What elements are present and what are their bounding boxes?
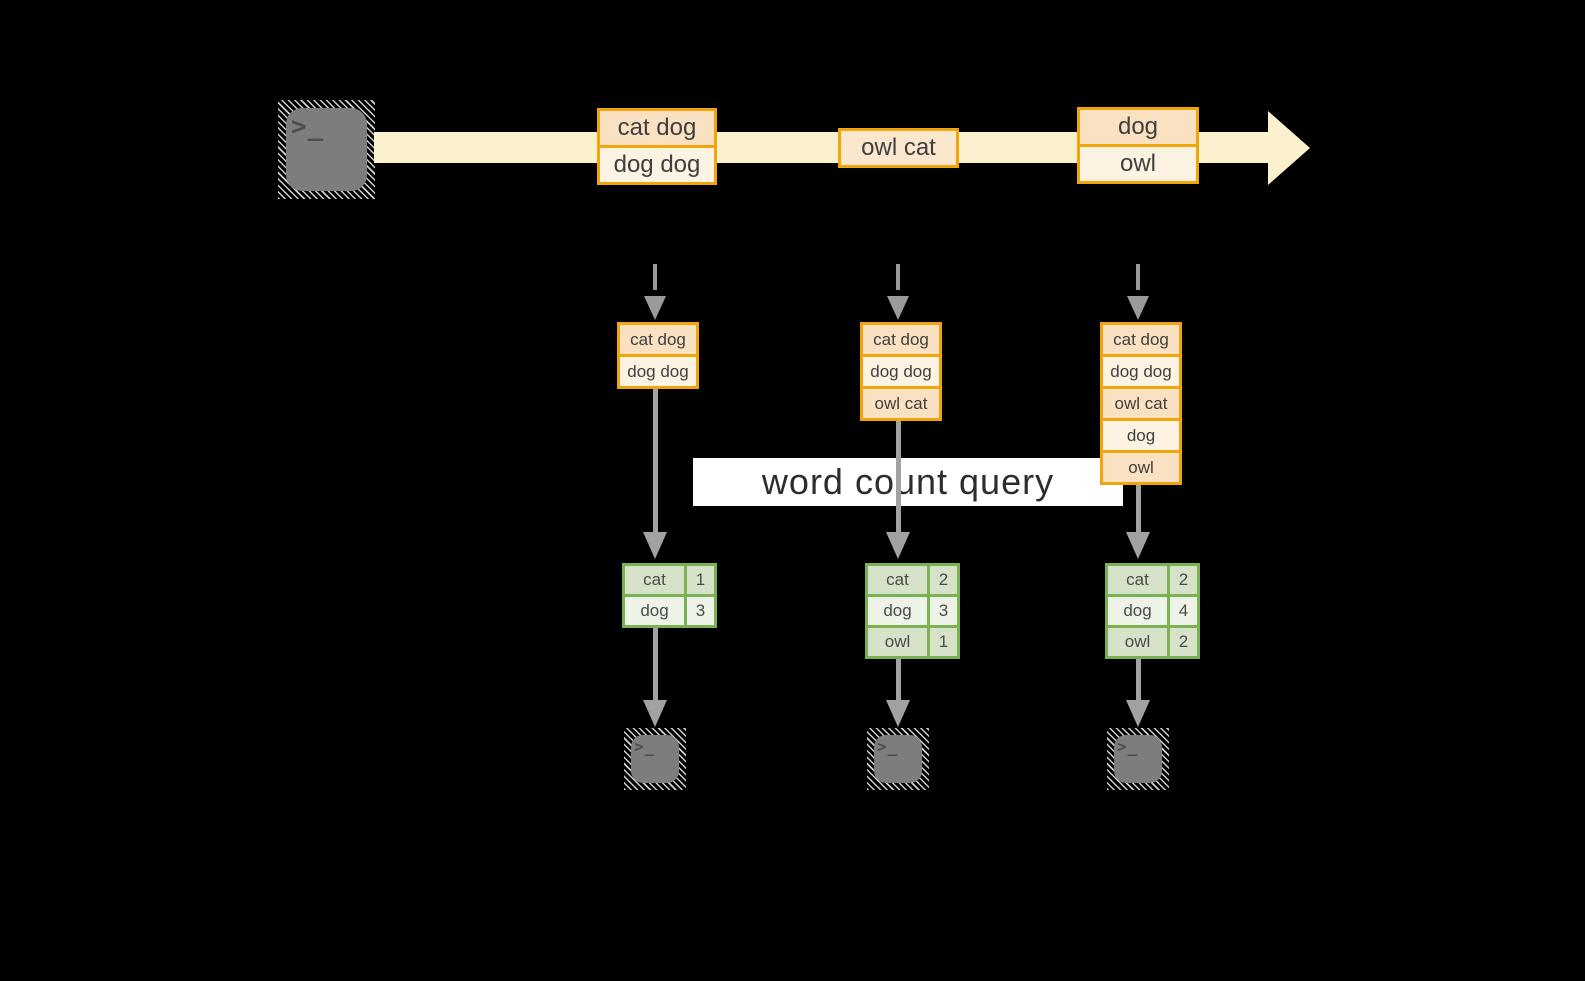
table-row: cat 1 — [625, 566, 714, 594]
word-cell: cat — [625, 566, 684, 594]
word-cell: owl — [868, 628, 927, 656]
connector-arrowhead-icon — [643, 700, 667, 727]
stream-event-3: dog owl — [1077, 107, 1199, 184]
event-line: cat dog — [600, 111, 714, 145]
word-cell: dog — [1108, 597, 1167, 625]
word-cell: cat — [1108, 566, 1167, 594]
state-row: dog dog — [863, 354, 939, 386]
terminal-icon — [286, 108, 367, 191]
state-row: owl cat — [1103, 386, 1179, 418]
event-line: dog dog — [600, 145, 714, 182]
table-row: dog 3 — [868, 594, 957, 625]
count-cell: 3 — [684, 597, 714, 625]
dashed-arrow-line — [653, 264, 657, 290]
state-stack-1: cat dog dog dog — [617, 322, 699, 389]
count-cell: 2 — [927, 566, 957, 594]
terminal-prompt-icon: >_ — [291, 112, 325, 142]
dashed-arrowhead-icon — [887, 296, 909, 320]
connector-line — [896, 659, 901, 700]
state-row: owl — [1103, 450, 1179, 482]
terminal-prompt-icon: >_ — [1117, 737, 1139, 756]
connector-arrowhead-icon — [886, 532, 910, 559]
result-table-2: cat 2 dog 3 owl 1 — [865, 563, 960, 659]
table-row: cat 2 — [868, 566, 957, 594]
query-banner: word count query — [693, 458, 1123, 506]
connector-arrowhead-icon — [886, 700, 910, 727]
event-line: owl cat — [841, 131, 956, 165]
word-cell: dog — [625, 597, 684, 625]
count-cell: 1 — [927, 628, 957, 656]
count-cell: 2 — [1167, 566, 1197, 594]
terminal-icon — [874, 735, 922, 783]
sink-terminal-icon: >_ — [1107, 728, 1169, 790]
query-banner-label: word count query — [761, 461, 1055, 502]
count-cell: 3 — [927, 597, 957, 625]
table-row: owl 2 — [1108, 625, 1197, 656]
count-cell: 2 — [1167, 628, 1197, 656]
result-table-3: cat 2 dog 4 owl 2 — [1105, 563, 1200, 659]
connector-line — [1136, 659, 1141, 700]
stream-event-1: cat dog dog dog — [597, 108, 717, 185]
state-row: owl cat — [863, 386, 939, 418]
terminal-icon — [1114, 735, 1162, 783]
connector-arrowhead-icon — [1126, 532, 1150, 559]
sink-terminal-icon: >_ — [624, 728, 686, 790]
table-row: dog 4 — [1108, 594, 1197, 625]
connector-line — [653, 389, 658, 532]
state-row: dog — [1103, 418, 1179, 450]
word-cell: cat — [868, 566, 927, 594]
table-row: cat 2 — [1108, 566, 1197, 594]
state-row: cat dog — [863, 325, 939, 354]
dashed-arrow-line — [896, 264, 900, 290]
connector-arrowhead-icon — [1126, 700, 1150, 727]
terminal-icon — [631, 735, 679, 783]
connector-line — [1136, 485, 1141, 532]
event-line: owl — [1080, 144, 1196, 181]
stream-arrowhead-icon — [1268, 111, 1310, 185]
connector-line — [896, 421, 901, 532]
state-row: cat dog — [620, 325, 696, 354]
stream-event-2: owl cat — [838, 128, 959, 168]
table-row: owl 1 — [868, 625, 957, 656]
dashed-arrow-line — [1136, 264, 1140, 290]
state-row: dog dog — [1103, 354, 1179, 386]
state-row: dog dog — [620, 354, 696, 386]
count-cell: 1 — [684, 566, 714, 594]
count-cell: 4 — [1167, 597, 1197, 625]
connector-arrowhead-icon — [643, 532, 667, 559]
table-row: dog 3 — [625, 594, 714, 625]
state-stack-3: cat dog dog dog owl cat dog owl — [1100, 322, 1182, 485]
dashed-arrowhead-icon — [644, 296, 666, 320]
state-row: cat dog — [1103, 325, 1179, 354]
terminal-prompt-icon: >_ — [634, 737, 656, 756]
word-cell: owl — [1108, 628, 1167, 656]
sink-terminal-icon: >_ — [867, 728, 929, 790]
word-cell: dog — [868, 597, 927, 625]
state-stack-2: cat dog dog dog owl cat — [860, 322, 942, 421]
result-table-1: cat 1 dog 3 — [622, 563, 717, 628]
dashed-arrowhead-icon — [1127, 296, 1149, 320]
source-terminal-icon: >_ — [278, 100, 375, 199]
connector-line — [653, 628, 658, 700]
event-line: dog — [1080, 110, 1196, 144]
terminal-prompt-icon: >_ — [877, 737, 899, 756]
